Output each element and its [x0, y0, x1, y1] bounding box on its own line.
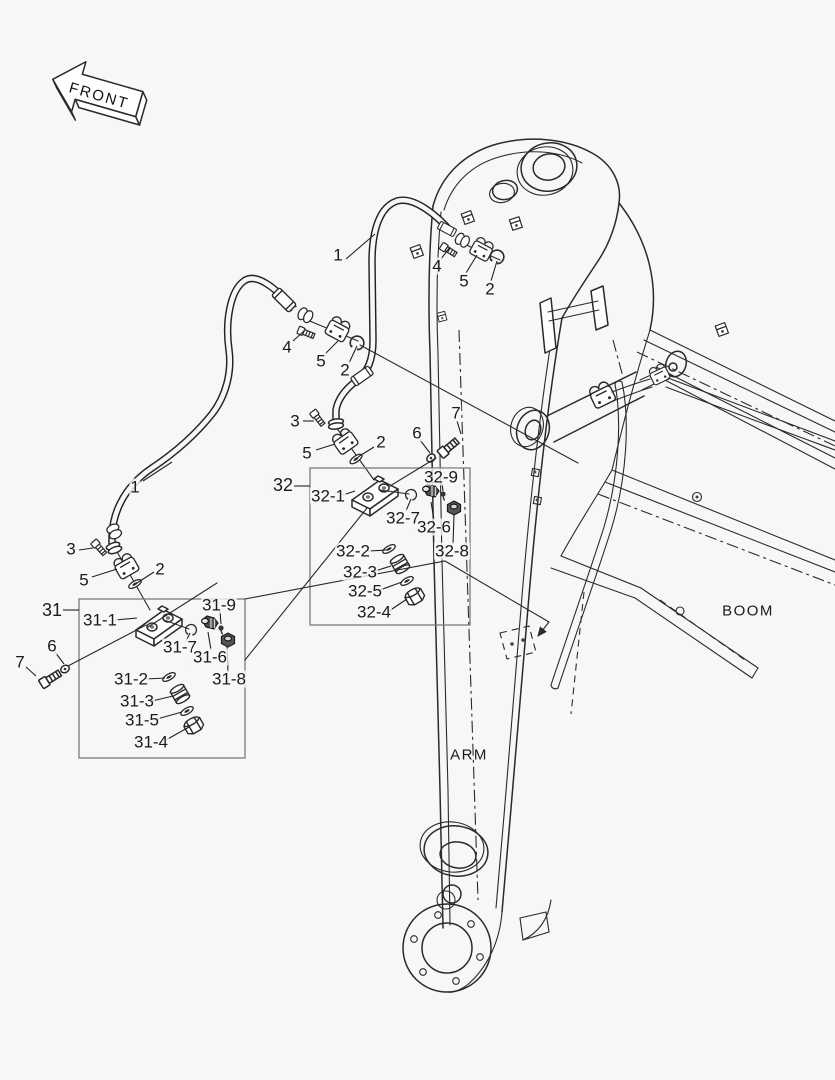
- fitting-cluster-lower-left: [89, 521, 151, 611]
- callout-32-1: 32-1: [309, 486, 347, 506]
- boom-structure: [510, 322, 835, 715]
- callout-5-top: 5: [458, 271, 470, 291]
- callout-31-6: 31-6: [191, 647, 229, 667]
- callout-5-mid: 5: [315, 351, 327, 371]
- callout-31-2: 31-2: [112, 669, 150, 689]
- callout-7-left: 7: [14, 652, 26, 672]
- callout-31-8: 31-8: [210, 669, 248, 689]
- callout-32-7: 32-7: [384, 508, 422, 528]
- callout-5-elbow: 5: [301, 443, 313, 463]
- callout-6-left: 6: [46, 636, 58, 656]
- callout-32-4: 32-4: [355, 602, 393, 622]
- callout-3-elbow: 3: [289, 411, 301, 431]
- callout-32-9: 32-9: [422, 467, 460, 487]
- fitting-cluster-top: [438, 231, 507, 267]
- callout-32-2: 32-2: [334, 541, 372, 561]
- front-arrow-icon: [52, 61, 148, 126]
- callout-31-9: 31-9: [200, 595, 238, 615]
- callout-32-3: 32-3: [341, 562, 379, 582]
- fitting-cluster-mid: [295, 305, 367, 353]
- callout-4-top: 4: [431, 256, 443, 276]
- callout-32-8: 32-8: [433, 541, 471, 561]
- callout-4-mid: 4: [281, 337, 293, 357]
- callout-1-hose-lower: 1: [129, 477, 141, 497]
- callout-31-4: 31-4: [132, 732, 170, 752]
- callout-2-elbow: 2: [375, 432, 387, 452]
- callout-group-32: 32: [271, 475, 295, 495]
- boom-label: BOOM: [722, 602, 774, 620]
- callout-group-31: 31: [40, 600, 64, 620]
- callout-1-hose-upper: 1: [332, 245, 344, 265]
- callout-31-3: 31-3: [118, 691, 156, 711]
- pointer-lines: [244, 344, 579, 661]
- fitting-cluster-elbow: [308, 408, 375, 481]
- callout-2-mid: 2: [339, 360, 351, 380]
- arm-label: ARM: [450, 746, 488, 764]
- mount-location-marker: [499, 625, 537, 660]
- callout-5-left: 5: [78, 570, 90, 590]
- callout-2-left: 2: [154, 559, 166, 579]
- callout-7-right: 7: [450, 403, 462, 423]
- callout-2-top: 2: [484, 279, 496, 299]
- callout-32-5: 32-5: [346, 581, 384, 601]
- callout-3-left: 3: [65, 539, 77, 559]
- callout-31-7: 31-7: [161, 637, 199, 657]
- callout-32-6: 32-6: [415, 517, 453, 537]
- arm-structure: [402, 138, 703, 993]
- callout-31-1: 31-1: [81, 610, 119, 630]
- callout-6-right: 6: [411, 423, 423, 443]
- leader-lines: [25, 233, 498, 741]
- callout-31-5: 31-5: [123, 710, 161, 730]
